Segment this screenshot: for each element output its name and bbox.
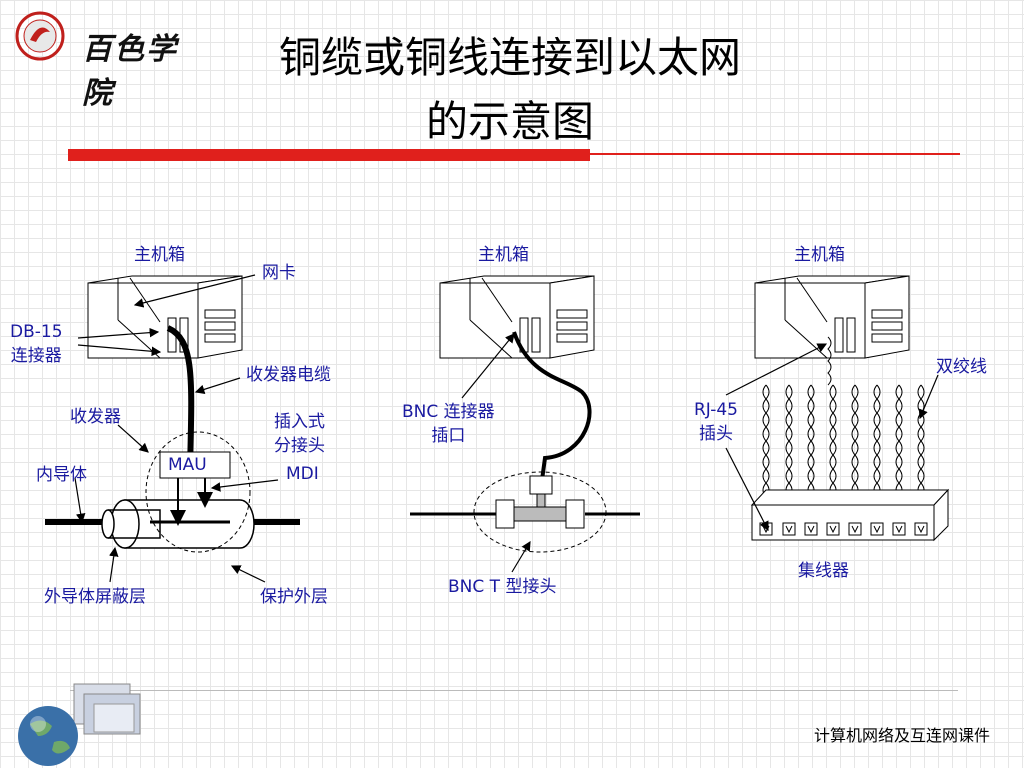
- bnc-t-boundary: [473, 471, 607, 553]
- mau-boundary: [145, 431, 251, 553]
- bnc-t-label: BNC T 型接头: [448, 577, 557, 597]
- host-label-1: 主机箱: [134, 245, 185, 265]
- bnc-port-label: BNC 连接器 插口: [402, 402, 495, 446]
- transceiver-cable-label: 收发器电缆: [246, 365, 331, 385]
- tap-label: 插入式 分接头: [274, 412, 325, 456]
- slide-title-line1: 铜缆或铜线连接到以太网: [278, 33, 741, 82]
- host-twisted-pair-wire: [827, 336, 832, 386]
- coax-cable: [45, 499, 300, 549]
- rj45-plug: [785, 525, 793, 534]
- mau-box: [159, 451, 231, 479]
- hub-ports: [759, 522, 928, 536]
- hub-port: [804, 522, 818, 536]
- db15-label: DB-15 连接器: [10, 322, 63, 366]
- college-name: 百色学院: [82, 32, 178, 111]
- rj45-plug: [829, 525, 837, 534]
- hub-port: [782, 522, 796, 536]
- hub-port: [870, 522, 884, 536]
- host-label-3: 主机箱: [794, 245, 845, 265]
- twisted-pair-label: 双绞线: [936, 357, 987, 377]
- hub-port: [914, 522, 928, 536]
- rj45-plug: [851, 525, 859, 534]
- thin-coax-drop: [512, 331, 592, 481]
- rj45-plug: [807, 525, 815, 534]
- rj45-plug: [917, 525, 925, 534]
- transceiver-cable: [166, 325, 195, 471]
- course-footer: 计算机网络及互连网课件: [813, 726, 990, 745]
- inner-conductor-label: 内导体: [36, 465, 87, 485]
- college-logo: 百色学院: [12, 10, 202, 111]
- host-chassis-3: [754, 275, 910, 359]
- hub-port: [826, 522, 840, 536]
- host-chassis-1: [87, 275, 243, 359]
- slide-title-line2: 的示意图: [425, 97, 594, 146]
- hub-port: [848, 522, 862, 536]
- globe-computer-icon: [18, 683, 141, 766]
- jacket-label: 保护外层: [260, 587, 328, 607]
- title-underline-rule: [590, 153, 960, 155]
- title-underline-bar: [68, 149, 590, 161]
- nic-label: 网卡: [262, 263, 296, 283]
- hub-label: 集线器: [798, 561, 849, 581]
- mau-label: MAU: [168, 455, 207, 475]
- rj45-plug: [895, 525, 903, 534]
- rj45-plug: [873, 525, 881, 534]
- host-label-2: 主机箱: [478, 245, 529, 265]
- footer-rule: [70, 690, 958, 691]
- outer-shield-label: 外导体屏蔽层: [44, 587, 146, 607]
- college-seal-icon: [15, 11, 65, 61]
- transceiver-label: 收发器: [70, 407, 121, 427]
- host-chassis-2: [439, 275, 595, 359]
- bnc-t-connector: [410, 475, 640, 529]
- rj45-label: RJ-45 插头: [694, 400, 738, 444]
- hub-port: [892, 522, 906, 536]
- mdi-label: MDI: [286, 464, 319, 484]
